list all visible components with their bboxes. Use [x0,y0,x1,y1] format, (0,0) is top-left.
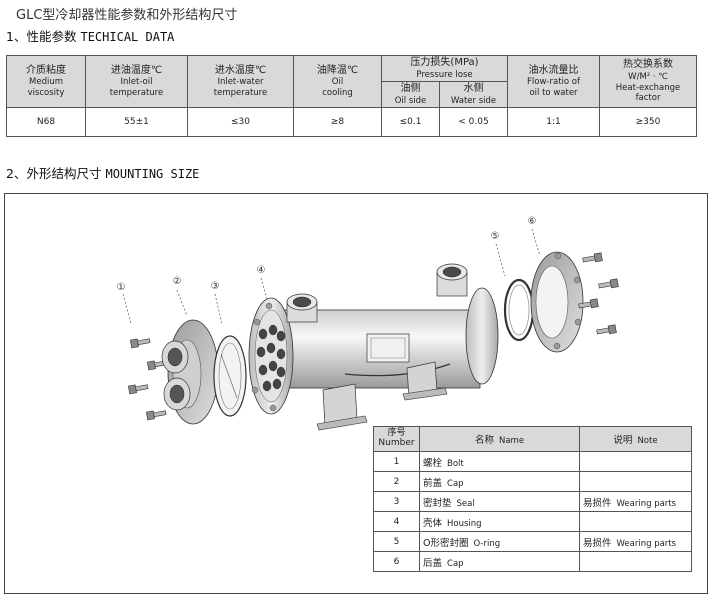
front-cap [161,319,219,425]
rear-cap [530,251,584,353]
value-water-side: < 0.05 [438,107,509,138]
bolts-left [127,338,168,421]
header-number: 序号 Number [373,426,420,452]
value-heat-exchange: ≥350 [599,107,698,138]
exploded-view-diagram: ① ② ③ ④ ⑤ ⑥ [117,216,619,431]
header-water-side: 水侧 Water side [438,81,509,109]
section-number: 2、 [6,166,27,181]
table-header-row: 介质粘度 Medium viscosity 进油温度℃ Inlet-oil te… [6,54,698,109]
callout-2: ② [173,276,182,287]
header-oil-cooling: 油降温℃ Oil cooling [293,54,382,109]
header-medium-viscosity: 介质粘度 Medium viscosity [6,54,86,109]
header-pressure-lose: 压力损失(MPa) Pressure lose [380,54,509,83]
value-flow-ratio: 1:1 [507,107,601,138]
header-oil-side: 油侧 Oil side [381,81,440,109]
header-heat-exchange-factor: 热交换系数 W/M² · ℃ Heat-exchange factor [599,54,698,109]
section-title-zh: 外形结构尺寸 [26,166,102,181]
callout-1: ① [117,282,126,293]
value-inlet-oil: 55±1 [85,107,188,138]
value-oil-cooling: ≥8 [293,107,382,138]
bolts-right [578,252,619,335]
value-medium: N68 [6,107,86,138]
section-title-zh: 性能参数 [26,29,77,44]
header-flow-ratio: 油水流量比 Flow-ratio of oil to water [507,54,601,109]
value-oil-side: ≤0.1 [381,107,440,138]
callout-4: ④ [257,265,266,276]
page-title: GLC型冷却器性能参数和外形结构尺寸 [16,8,238,23]
value-inlet-water: ≤30 [187,107,294,138]
title-bar: GLC型冷却器性能参数和外形结构尺寸 [0,0,713,23]
seal-gasket [213,335,247,417]
housing [248,263,499,431]
callout-3: ③ [211,281,220,292]
table-subheader-row: 油侧 Oil side 水侧 Water side [7,81,697,109]
callout-6: ⑥ [528,216,537,227]
section-number: 1、 [6,29,27,44]
header-inlet-oil-temp: 进油温度℃ Inlet-oil temperature [85,54,188,109]
section-title-en: MOUNTING SIZE [105,167,200,181]
callout-5: ⑤ [491,231,500,242]
technical-data-table: 介质粘度 Medium viscosity 进油温度℃ Inlet-oil te… [6,54,698,138]
o-ring [503,278,535,342]
section-title-en: TECHICAL DATA [80,30,175,44]
header-inlet-water-temp: 进水温度℃ Inlet-water temperature [187,54,294,109]
table-row: N68 55±1 ≤30 ≥8 ≤0.1 < 0.05 1:1 ≥350 [6,107,698,138]
